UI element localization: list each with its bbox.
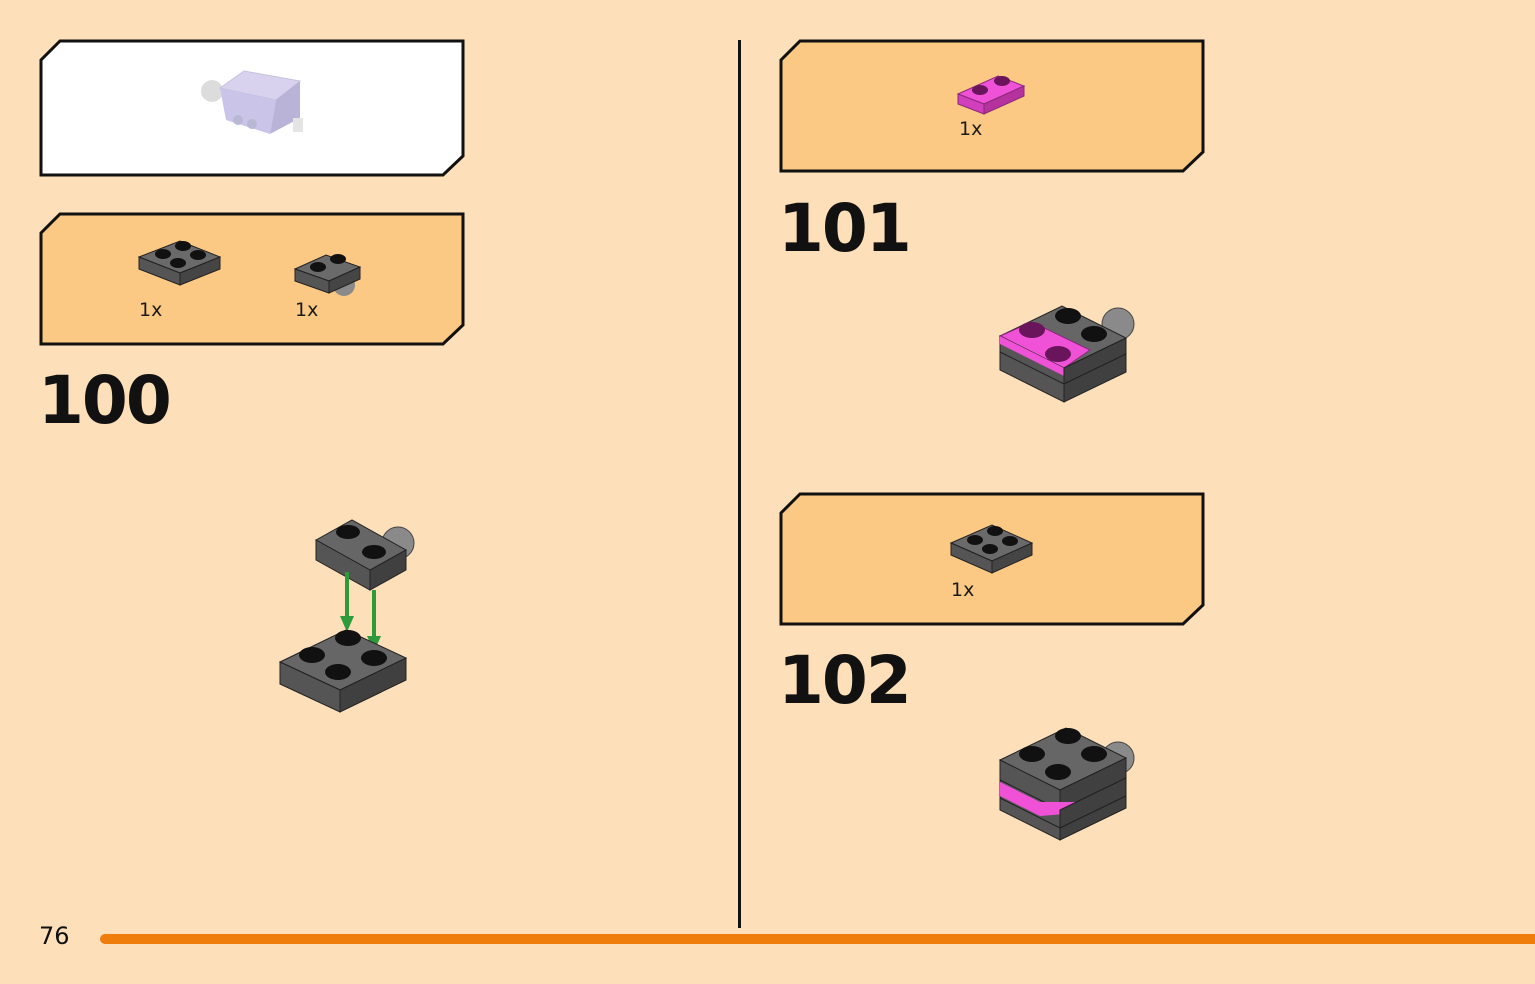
page-number: 76 <box>39 922 70 950</box>
step-101-number: 101 <box>778 190 912 267</box>
step-100-number: 100 <box>38 362 172 439</box>
dark-gray-plate-with-ball-icon <box>293 254 362 296</box>
column-divider <box>738 40 741 928</box>
step-100-part-1-qty: 1x <box>139 299 163 321</box>
step-100-parts-panel: 1x 1x <box>38 211 466 347</box>
footer-rule <box>100 934 1535 944</box>
dark-gray-plate-2x2-icon <box>137 240 222 286</box>
step-101-parts-panel: 1x <box>778 38 1206 174</box>
step-100-build-illustration <box>278 519 415 713</box>
lavender-subassembly-icon <box>201 70 303 134</box>
step-101-part-1-qty: 1x <box>959 118 983 140</box>
dark-gray-plate-2x2-icon <box>949 524 1034 574</box>
step-100-part-2-qty: 1x <box>295 299 319 321</box>
step-102-part-1-qty: 1x <box>951 579 975 601</box>
step-101-build-illustration <box>998 305 1135 403</box>
magenta-plate-1x2-icon <box>956 75 1026 115</box>
subassembly-preview-panel <box>38 38 466 178</box>
step-102-parts-panel: 1x <box>778 491 1206 627</box>
step-102-build-illustration <box>998 727 1135 841</box>
step-102-number: 102 <box>778 642 912 719</box>
